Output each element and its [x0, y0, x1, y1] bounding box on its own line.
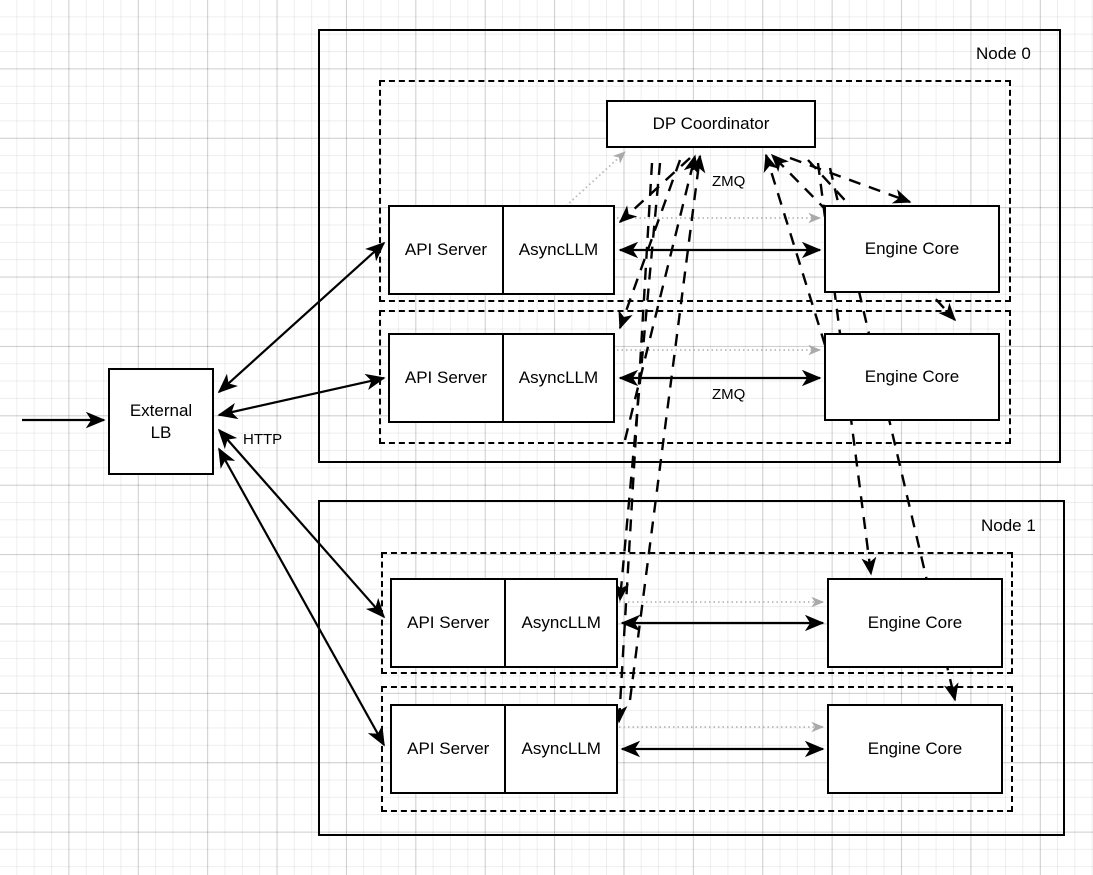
engine-core-box-node0-group1[interactable]: Engine Core — [824, 333, 1000, 421]
api-server-unit-node0-group0[interactable]: API Server AsyncLLM — [388, 205, 615, 295]
node-label-node1: Node 1 — [981, 516, 1036, 535]
dp-group-node1-group1 — [381, 686, 1013, 812]
dp-group-node1-group0 — [381, 552, 1013, 674]
async-llm-cell[interactable]: AsyncLLM — [501, 335, 613, 421]
dp-coordinator-box[interactable]: DP Coordinator — [606, 100, 816, 148]
api-server-cell[interactable]: API Server — [407, 739, 490, 758]
api-server-cell[interactable]: API Server — [404, 240, 488, 259]
async-llm-cell[interactable]: AsyncLLM — [501, 207, 613, 293]
engine-core-box-node1-group1[interactable]: Engine Core — [827, 704, 1003, 794]
async-llm-cell[interactable]: AsyncLLM — [504, 706, 616, 792]
api-server-unit-node1-group1[interactable]: API Server AsyncLLM — [390, 704, 618, 794]
api-server-unit-node1-group0[interactable]: API Server AsyncLLM — [390, 578, 618, 668]
api-server-unit-node0-group1[interactable]: API Server AsyncLLM — [388, 333, 615, 423]
node-container-node1 — [318, 500, 1065, 836]
zmq-label-node0-group1: ZMQ — [712, 386, 746, 403]
engine-core-box-node0-group0[interactable]: Engine Core — [824, 205, 1000, 293]
external-lb-label-line2: LB — [150, 422, 172, 442]
external-lb-label-line1: External — [129, 401, 193, 421]
external-lb-box[interactable]: External LB — [108, 368, 214, 475]
node-label-node0: Node 0 — [976, 44, 1031, 63]
node-container-node0 — [318, 29, 1061, 463]
api-server-cell[interactable]: API Server — [404, 368, 488, 387]
engine-core-box-node1-group0[interactable]: Engine Core — [827, 578, 1003, 668]
zmq-label-node0-group0: ZMQ — [712, 173, 746, 190]
async-llm-cell[interactable]: AsyncLLM — [504, 580, 616, 666]
http-label: HTTP — [243, 431, 283, 448]
dp-group-node0-group1 — [379, 310, 1011, 444]
dp-group-node0-group0 — [379, 80, 1011, 302]
api-server-cell[interactable]: API Server — [407, 613, 490, 632]
